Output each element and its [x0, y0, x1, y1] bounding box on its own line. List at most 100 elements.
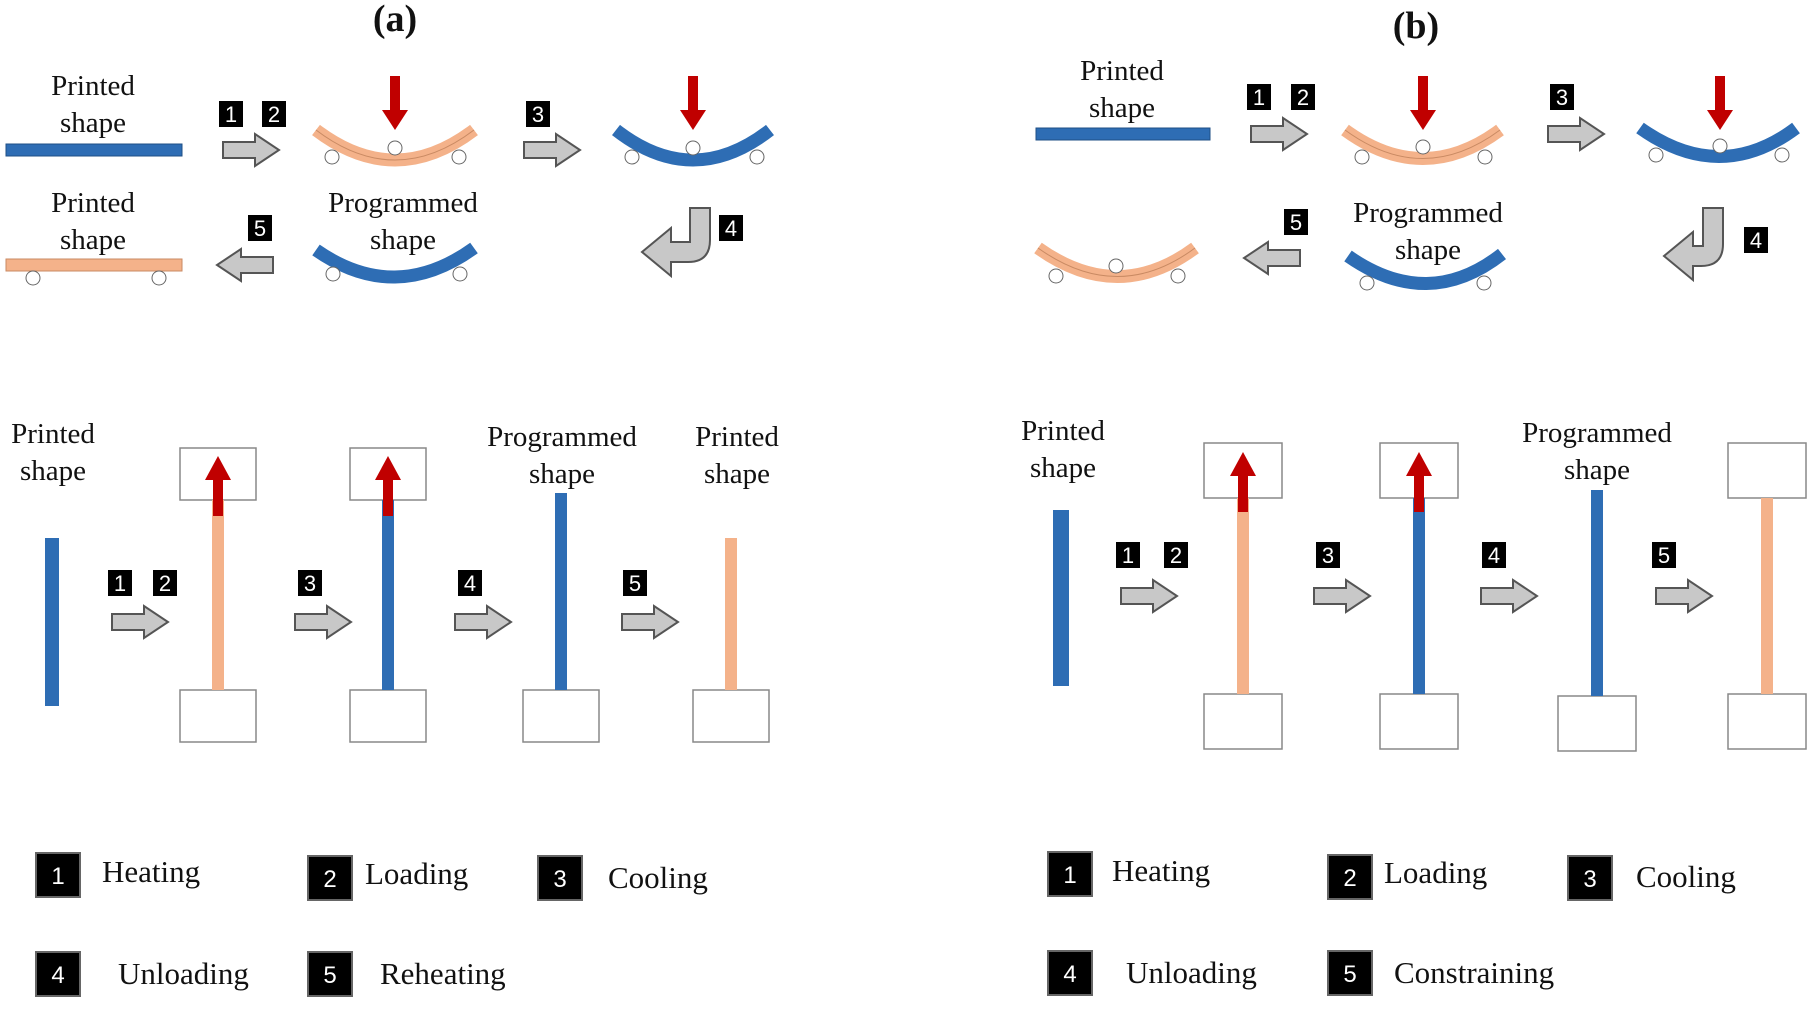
support-roller-icon [151, 270, 167, 286]
grip-bottom [1203, 693, 1283, 750]
legend-item-cooling: 3 Cooling [537, 855, 708, 901]
panel-a-title: (a) [373, 0, 417, 40]
panel-b-bending-row: Printed shape 1 2 3 [1034, 55, 1800, 291]
printed-beam-blue [5, 143, 183, 157]
svg-text:Unloading: Unloading [118, 956, 249, 991]
turn-arrow-icon [1662, 207, 1724, 283]
svg-text:5: 5 [323, 962, 336, 989]
load-roller-icon [685, 140, 701, 156]
grip-bottom [522, 689, 600, 743]
support-roller-icon [452, 266, 468, 282]
grip-bottom [1727, 693, 1807, 750]
load-roller-icon [1415, 139, 1431, 155]
svg-text:4: 4 [1063, 961, 1076, 988]
step-badge-4: 4 [1482, 542, 1506, 568]
step-badge-5: 5 [248, 215, 272, 241]
svg-text:4: 4 [464, 571, 476, 596]
constrained-bar-orange [1761, 498, 1773, 694]
step-badge-1: 1 [219, 101, 243, 127]
svg-text:Reheating: Reheating [380, 956, 506, 991]
svg-text:Loading: Loading [1384, 855, 1487, 890]
support-roller-icon [1359, 275, 1375, 291]
cooled-beam-blue [612, 124, 774, 167]
legend-item-constraining: 5 Constraining [1327, 950, 1554, 996]
cooled-beam-blue [1636, 122, 1800, 163]
legend-item-unloading: 4 Unloading [1047, 950, 1257, 996]
printed-shape-label-line2: shape [20, 455, 86, 487]
step-badge-1: 1 [1116, 542, 1140, 568]
panel-a: (a) Printed shape 1 2 3 [5, 0, 779, 997]
legend-item-unloading: 4 Unloading [35, 951, 249, 997]
panel-a-tension-row: Printed shape 1 2 3 [11, 418, 779, 743]
process-arrow-icon [1250, 117, 1308, 151]
load-roller-icon [1712, 138, 1728, 154]
grip-bottom [1557, 695, 1637, 752]
step-badge-4: 4 [1744, 227, 1768, 253]
process-arrow-icon [1547, 117, 1605, 151]
svg-text:Cooling: Cooling [1636, 859, 1736, 894]
panel-a-bending-row: Printed shape 1 2 3 [5, 70, 774, 286]
printed-bar-blue [45, 538, 59, 706]
support-roller-icon [25, 270, 41, 286]
svg-text:4: 4 [1488, 543, 1500, 568]
cooled-bar-blue [382, 500, 394, 690]
svg-text:3: 3 [1583, 866, 1596, 893]
svg-text:3: 3 [553, 866, 566, 893]
step-badge-5: 5 [1284, 209, 1308, 235]
printed-shape-label-line2: shape [704, 458, 770, 490]
step-badge-1: 1 [1247, 84, 1271, 110]
programmed-bar-blue [555, 493, 567, 690]
printed-shape-label-line2: shape [1089, 92, 1155, 124]
cooled-bar-blue [1413, 498, 1425, 694]
svg-text:3: 3 [532, 102, 544, 127]
programmed-beam-blue [312, 242, 478, 284]
printed-shape-label-line2: shape [60, 107, 126, 139]
recovered-beam-orange [5, 258, 183, 272]
step-badge-5: 5 [1652, 542, 1676, 568]
svg-text:1: 1 [1063, 862, 1076, 889]
printed-shape-label-line1: Printed [1021, 415, 1105, 447]
printed-bar-blue [1053, 510, 1069, 686]
recovered-bar-orange [725, 538, 737, 690]
support-roller-icon [1048, 268, 1064, 284]
step-badge-2: 2 [1291, 84, 1315, 110]
programmed-shape-label-line1: Programmed [1522, 417, 1672, 449]
turn-arrow-icon [640, 207, 711, 279]
step-badge-2: 2 [1164, 542, 1188, 568]
panel-b-tension-row: Printed shape 1 2 3 [1021, 415, 1807, 752]
step-badge-3: 3 [526, 101, 550, 127]
process-arrow-icon [111, 605, 169, 639]
support-roller-icon [1648, 147, 1664, 163]
svg-text:2: 2 [1343, 865, 1356, 892]
load-down-arrow-icon [680, 76, 706, 130]
support-roller-icon [451, 149, 467, 165]
programmed-shape-label-line2: shape [529, 458, 595, 490]
svg-text:1: 1 [1122, 543, 1134, 568]
svg-text:4: 4 [51, 962, 64, 989]
svg-text:5: 5 [1290, 210, 1302, 235]
svg-text:1: 1 [225, 102, 237, 127]
printed-beam-blue [1035, 127, 1211, 141]
step-badge-4: 4 [458, 570, 482, 596]
svg-text:1: 1 [1253, 85, 1265, 110]
programmed-shape-label-line2: shape [1395, 234, 1461, 266]
support-roller-icon [1354, 149, 1370, 165]
legend-item-cooling: 3 Cooling [1567, 855, 1736, 901]
printed-shape-label-line2: shape [1030, 452, 1096, 484]
step-badge-3: 3 [1550, 84, 1574, 110]
svg-text:2: 2 [1170, 543, 1182, 568]
legend-item-loading: 2 Loading [307, 855, 468, 901]
support-roller-icon [1170, 268, 1186, 284]
printed-shape-label-line1: Printed [51, 70, 135, 102]
grip-bottom [692, 689, 770, 743]
svg-text:5: 5 [1658, 543, 1670, 568]
printed-shape-label-line1: Printed [11, 418, 95, 450]
svg-text:Loading: Loading [365, 856, 468, 891]
programmed-beam-blue [1344, 248, 1507, 290]
svg-text:3: 3 [1556, 85, 1568, 110]
panel-b: (b) Printed shape 1 2 3 [1021, 5, 1807, 996]
legend-item-heating: 1 Heating [1047, 851, 1210, 897]
support-roller-icon [325, 266, 341, 282]
programmed-bar-blue [1591, 490, 1603, 696]
